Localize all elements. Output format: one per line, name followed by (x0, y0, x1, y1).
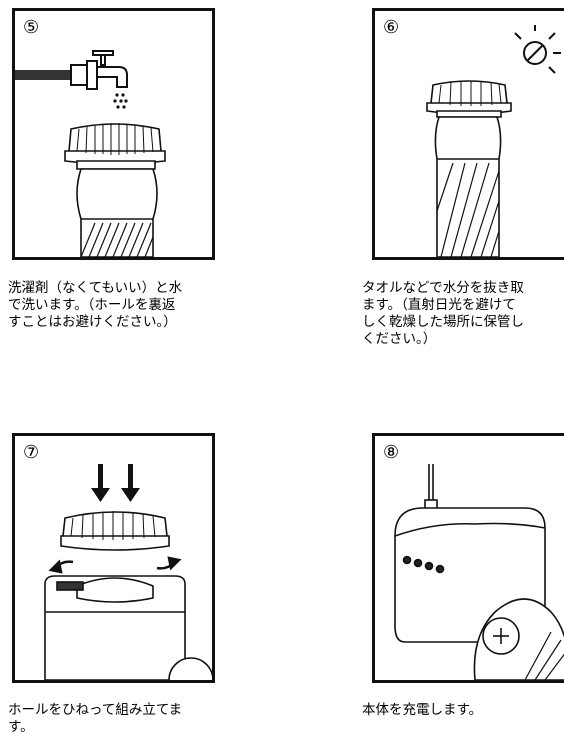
step-6-panel: ⑥ (372, 8, 564, 260)
cap-icon (60, 511, 170, 551)
twist-arrows-icon (48, 556, 182, 574)
step-5-panel: ⑤ (12, 8, 215, 260)
cap-icon (64, 123, 166, 170)
water-faucet-icon (70, 50, 128, 90)
sleeve-icon (76, 168, 158, 257)
hose-icon (15, 70, 73, 80)
step-5-number: ⑤ (23, 17, 40, 38)
step-5-caption: 洗濯剤（なくてもいい）と水 で洗います。（ホールを裏返 すことはお避けください。… (8, 280, 183, 330)
device-body-icon (394, 507, 564, 680)
step-7-panel: ⑦ (12, 433, 215, 683)
down-arrows-icon (91, 464, 140, 502)
water-drops-icon (113, 93, 128, 109)
step-7-caption: ホールをひねって組み立てま す。 (8, 702, 183, 735)
sleeve-icon (434, 116, 502, 257)
no-sunlight-icon (514, 25, 561, 74)
step-6-illustration (426, 25, 561, 257)
step-8-caption: 本体を充電します。 (362, 702, 483, 718)
step-8-illustration (394, 464, 564, 680)
step-5-illustration (15, 50, 166, 257)
device-body-icon (44, 575, 212, 680)
step-7-illustration (44, 464, 212, 680)
step-8-panel: ⑧ (372, 433, 564, 683)
step-6-caption: タオルなどで水分を抜き取 ます。（直射日光を避けて しく乾燥した場所に保管し く… (362, 280, 524, 347)
step-7-number: ⑦ (23, 442, 40, 463)
step-6-number: ⑥ (383, 17, 400, 38)
step-8-number: ⑧ (383, 442, 400, 463)
cap-icon (426, 80, 512, 118)
